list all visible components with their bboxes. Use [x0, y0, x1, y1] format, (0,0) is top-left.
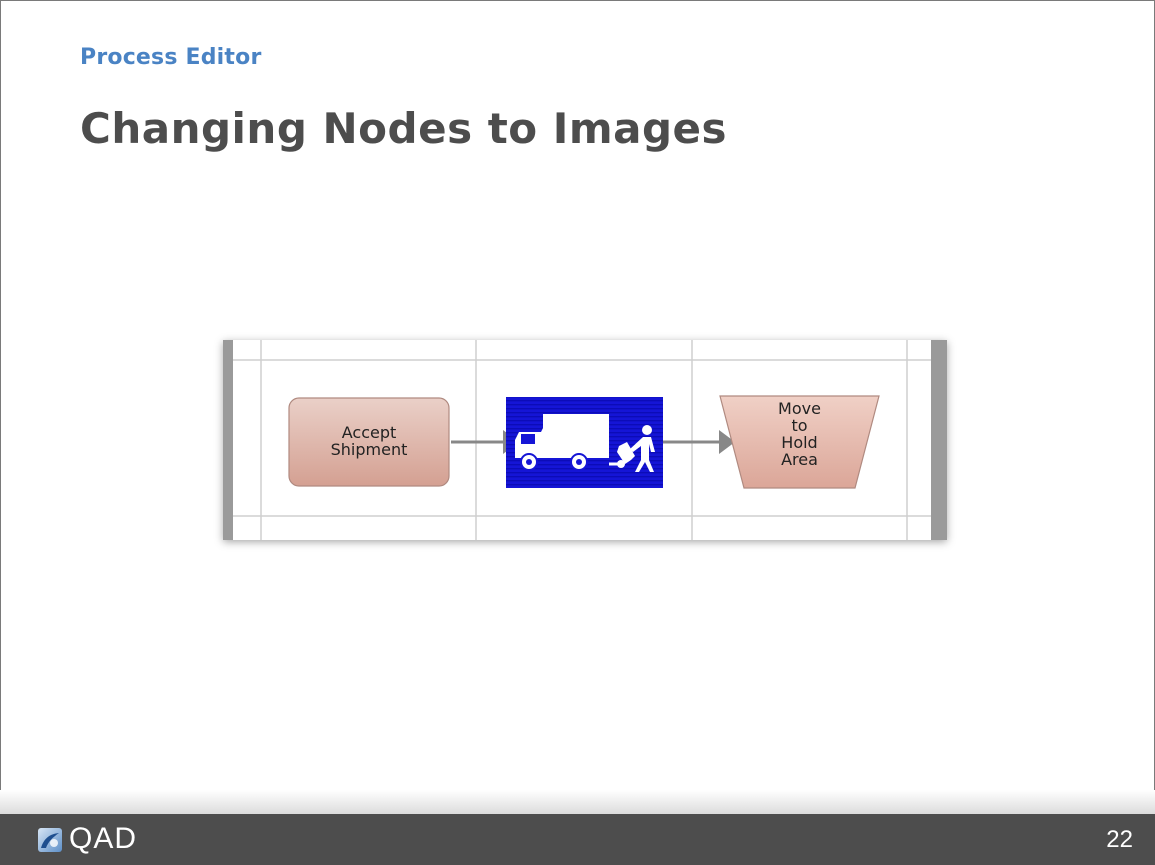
slide-footer: QAD 22	[0, 814, 1155, 865]
slide-subtitle: Process Editor	[80, 45, 262, 70]
node-label-move-to-hold-area: Move to Hold Area	[778, 399, 821, 469]
truck-icon	[515, 414, 609, 471]
footer-fade	[0, 790, 1155, 814]
node-move-to-hold-area[interactable]	[719, 395, 880, 489]
slide-title: Changing Nodes to Images	[80, 104, 728, 153]
node-label-accept-shipment: Accept Shipment	[330, 423, 408, 459]
page-number: 22	[1106, 826, 1133, 853]
qad-logo-icon	[38, 828, 62, 852]
connector-arrowhead-2	[719, 430, 735, 454]
node-image-truck[interactable]	[506, 397, 663, 488]
diagram-canvas	[223, 340, 947, 540]
hand-truck-worker-icon	[609, 425, 655, 472]
node-accept-shipment[interactable]	[288, 397, 450, 487]
qad-logo-text: QAD	[69, 822, 138, 855]
process-diagram[interactable]: Accept Shipment Move to Hold Area	[223, 340, 947, 540]
connector-2[interactable]	[653, 430, 735, 454]
